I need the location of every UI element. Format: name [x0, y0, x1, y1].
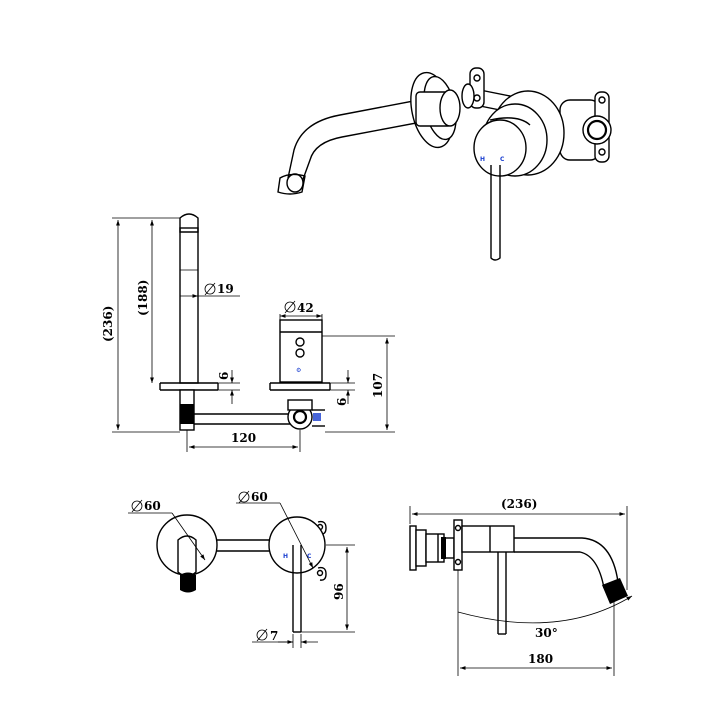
wall-hot-mark: H	[283, 553, 288, 560]
dim-mixer-plate-diameter-label: 60	[251, 490, 268, 504]
front-mixer: ⚙	[269, 319, 331, 430]
dim-lever-length: 96	[301, 544, 355, 633]
dim-plate-right-label: 6	[335, 398, 349, 406]
iso-mixer-body: H C	[473, 90, 612, 177]
dim-spout-plate-diameter: 60	[128, 499, 206, 561]
front-elevation-view: ⚙ (236) (188)	[101, 213, 395, 452]
dim-spout-plate-diameter-label: 60	[144, 499, 161, 513]
dim-spout-height-label: (188)	[136, 280, 150, 316]
dim-handle-height-label: 107	[371, 373, 385, 398]
front-pipe	[194, 413, 290, 425]
dim-lever-diameter: 7	[252, 628, 318, 648]
dim-side-overall-length-label: (236)	[501, 497, 537, 511]
dim-spout-reach-label: 180	[528, 652, 553, 666]
dim-handle-height: 107	[322, 335, 395, 433]
cold-mark: C	[500, 156, 505, 163]
dim-spout-height: (188)	[136, 220, 154, 383]
side-view: (236) 30° 180	[409, 497, 633, 676]
wall-front-view: H C 60 60 96	[128, 490, 355, 648]
side-wall-mount	[409, 519, 463, 571]
hot-mark: H	[480, 156, 485, 163]
dim-center-distance: 120	[186, 430, 301, 452]
wall-pipe	[217, 539, 272, 552]
dim-side-overall-length: (236)	[409, 497, 628, 590]
dim-spout-angle-label: 30°	[535, 626, 558, 640]
dim-spout-diameter: 19	[180, 282, 240, 298]
iso-lever	[490, 165, 501, 261]
dim-lever-length-label: 96	[332, 583, 346, 600]
dim-overall-height-label: (236)	[101, 306, 115, 342]
wall-mixer-plate: H C	[268, 516, 327, 633]
dim-lever-diameter-label: 7	[270, 629, 278, 643]
dim-plate-right: 6	[330, 370, 355, 406]
dim-body-diameter: 42	[279, 300, 323, 320]
dim-center-distance-label: 120	[231, 431, 256, 445]
dim-plate-left-label: 6	[217, 372, 231, 380]
dim-plate-left: 6	[217, 370, 240, 404]
dim-body-diameter-label: 42	[297, 301, 314, 315]
dim-spout-angle: 30°	[457, 595, 633, 640]
isometric-view: H C	[277, 67, 612, 261]
iso-spout-flange	[410, 71, 461, 149]
front-spout	[159, 213, 219, 431]
valve-symbol: ⚙	[296, 367, 301, 374]
dim-spout-reach: 180	[457, 570, 615, 676]
wall-cold-mark: C	[307, 553, 312, 560]
dim-mixer-plate-diameter: 60	[236, 490, 314, 569]
iso-spout	[277, 94, 449, 195]
dim-overall-height: (236)	[101, 217, 180, 433]
dim-spout-diameter-label: 19	[217, 282, 234, 296]
wall-spout-plate	[156, 514, 218, 593]
side-spout	[461, 525, 628, 635]
